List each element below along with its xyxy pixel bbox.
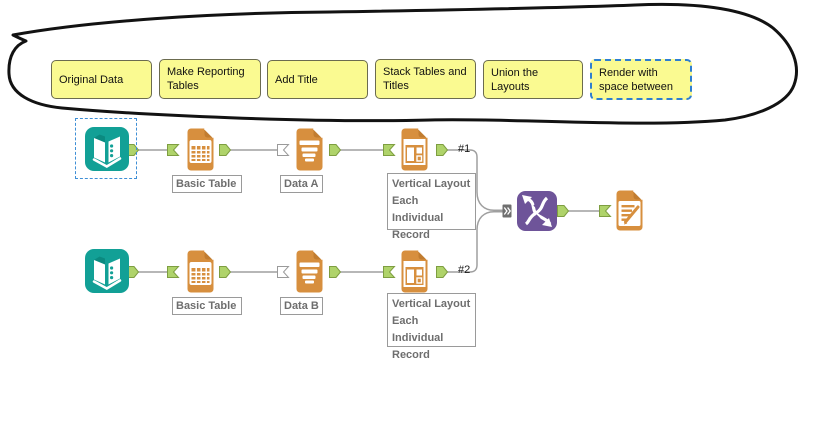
tool-union[interactable] — [517, 191, 557, 236]
comment-union-layouts[interactable]: Union the Layouts — [483, 60, 583, 99]
tool-basic-table-2[interactable] — [184, 249, 217, 299]
input-data-icon — [85, 249, 129, 293]
tool-layout-2[interactable] — [398, 249, 431, 299]
tool-layout-1[interactable] — [398, 127, 431, 177]
connection-layout1-union[interactable] — [447, 149, 503, 212]
tool-render[interactable] — [613, 189, 646, 237]
annotation-data-b[interactable]: Data B — [280, 297, 323, 315]
annotation-vertical-layout-2[interactable]: Vertical Layout Each Individual Record — [387, 293, 476, 361]
input-anchor-basictable1[interactable] — [167, 144, 180, 156]
annotation-basic-table-2[interactable]: Basic Table — [172, 297, 242, 315]
output-anchor-basictable2[interactable] — [219, 266, 232, 278]
output-anchor-basictable1[interactable] — [219, 144, 232, 156]
input-anchor-layout1[interactable] — [383, 144, 396, 156]
input-anchor-layout2[interactable] — [383, 266, 396, 278]
connection-layout2-union[interactable] — [447, 210, 503, 273]
layout-icon — [401, 127, 429, 171]
output-anchor-layout1[interactable] — [436, 144, 449, 156]
union-icon — [517, 191, 557, 231]
output-anchor-dataa[interactable] — [329, 144, 342, 156]
input-data-icon — [85, 127, 129, 171]
input-anchor-render[interactable] — [599, 205, 612, 217]
comment-make-reporting-tables[interactable]: Make Reporting Tables — [159, 59, 261, 99]
comment-stack-tables-titles[interactable]: Stack Tables and Titles — [375, 59, 476, 99]
tool-input-data-1[interactable] — [84, 126, 130, 177]
basic-table-icon — [187, 127, 215, 171]
comment-add-title[interactable]: Add Title — [267, 60, 368, 99]
report-text-icon — [296, 127, 324, 171]
comment-original-data[interactable]: Original Data — [51, 60, 152, 99]
tool-report-text-data-a[interactable] — [293, 127, 326, 177]
tool-report-text-data-b[interactable] — [293, 249, 326, 299]
tool-basic-table-1[interactable] — [184, 127, 217, 177]
input-anchor-datab[interactable] — [277, 266, 290, 278]
basic-table-icon — [187, 249, 215, 293]
connection-label-1: #1 — [458, 143, 471, 155]
annotation-data-a[interactable]: Data A — [280, 175, 323, 193]
connection-label-2: #2 — [458, 264, 471, 276]
output-anchor-datab[interactable] — [329, 266, 342, 278]
comment-render-space-between[interactable]: Render with space between — [590, 59, 692, 100]
layout-icon — [401, 249, 429, 293]
tool-input-data-2[interactable] — [84, 248, 130, 299]
input-anchor-dataa[interactable] — [277, 144, 290, 156]
output-anchor-layout2[interactable] — [436, 266, 449, 278]
annotation-vertical-layout-1[interactable]: Vertical Layout Each Individual Record — [387, 173, 476, 241]
annotation-basic-table-1[interactable]: Basic Table — [172, 175, 242, 193]
input-anchor-basictable2[interactable] — [167, 266, 180, 278]
report-text-icon — [296, 249, 324, 293]
union-input-anchor[interactable] — [502, 204, 512, 218]
output-anchor-union[interactable] — [557, 205, 570, 217]
render-icon — [616, 189, 644, 231]
